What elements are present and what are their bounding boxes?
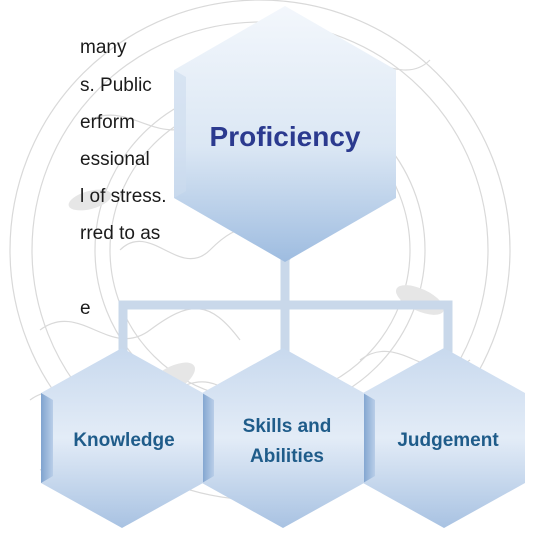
knowledge-label: Knowledge (73, 430, 174, 451)
body-text-line-4: essional (80, 149, 150, 170)
knowledge-hexagon: Knowledge (41, 348, 203, 528)
proficiency-hexagon: Proficiency (174, 6, 396, 262)
abilities-label: Abilities (250, 446, 324, 467)
body-text-line-2: s. Public (80, 75, 152, 96)
body-text-line-6: rred to as (80, 223, 161, 244)
skills-and-abilities-hexagon: Skills and Abilities (202, 348, 364, 528)
body-text-line-3: erform (80, 112, 135, 133)
body-text-line-7: e (80, 298, 91, 319)
body-text-line-5: l of stress. (80, 186, 167, 207)
skills-and-label: Skills and (243, 416, 332, 437)
judgement-hexagon: Judgement (363, 348, 525, 528)
connector-lines (118, 257, 453, 353)
judgement-label: Judgement (397, 430, 499, 451)
body-text-line-1: many (80, 37, 127, 58)
proficiency-label: Proficiency (210, 121, 361, 152)
